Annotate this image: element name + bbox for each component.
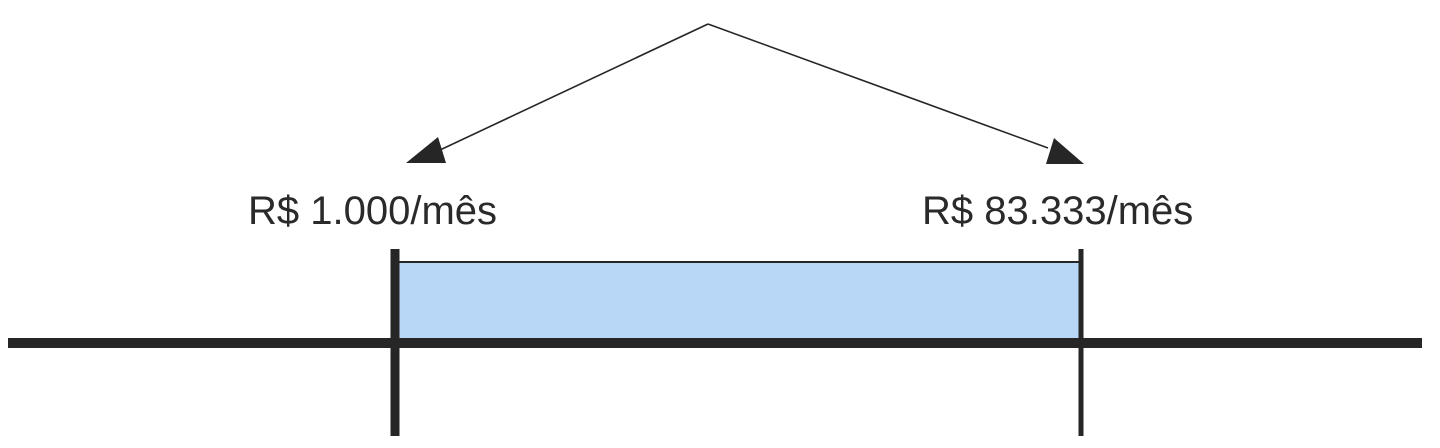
max-value-label: R$ 83.333/mês	[922, 189, 1193, 233]
arrowhead-right-icon	[1046, 138, 1084, 164]
connector-left	[439, 23, 709, 151]
connector-right	[707, 23, 1049, 149]
range-band	[397, 261, 1083, 341]
arrowhead-left-icon	[406, 137, 446, 163]
min-value-label: R$ 1.000/mês	[248, 189, 497, 233]
